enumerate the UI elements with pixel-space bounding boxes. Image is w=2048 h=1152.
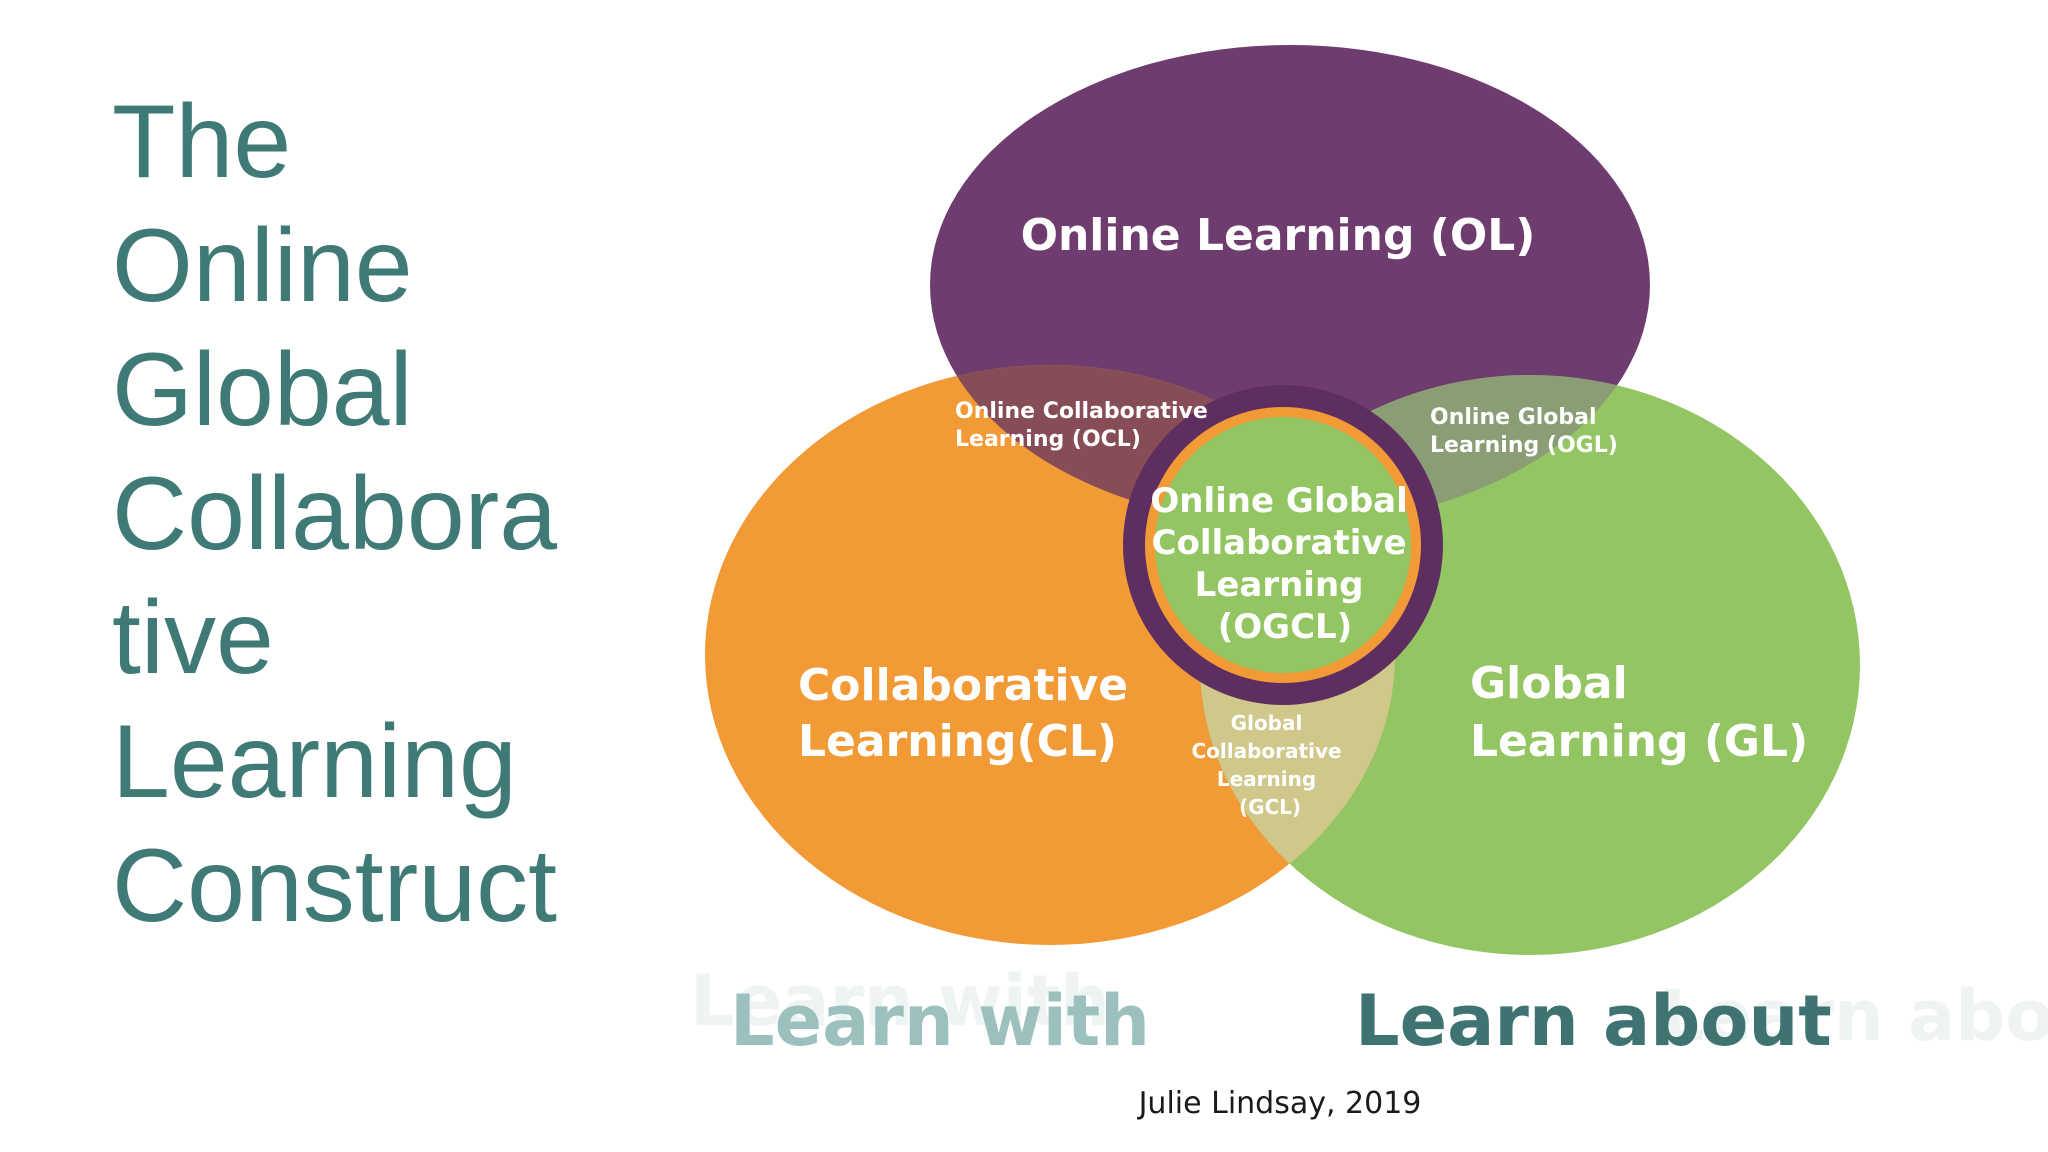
gcl-label-line: (GCL) bbox=[1239, 795, 1301, 819]
ogcl-label-line: (OGCL) bbox=[1218, 607, 1353, 647]
gl-label-line: Global bbox=[1470, 658, 1628, 709]
title-line: Construct bbox=[112, 828, 558, 944]
gl-label-line: Learning (GL) bbox=[1470, 716, 1808, 767]
title-line: Global bbox=[112, 332, 413, 448]
ghost-caption-left: Learn with bbox=[690, 960, 1110, 1042]
slide-title: The Online Global Collabora tive Learnin… bbox=[112, 80, 632, 948]
title-line: tive bbox=[112, 580, 274, 696]
title-line: Online bbox=[112, 208, 413, 324]
ogl-label: Online Global Learning (OGL) bbox=[1430, 405, 1618, 458]
ogcl-label-line: Online Global bbox=[1150, 481, 1407, 521]
ogcl-label: Online Global Collaborative Learning (OG… bbox=[1150, 481, 1419, 647]
cl-label-line: Collaborative bbox=[798, 660, 1128, 711]
learn-with-caption: Learn with bbox=[730, 980, 1150, 1062]
ghost-caption-right: Learn about bbox=[1660, 975, 2048, 1057]
title-line: Learning bbox=[112, 704, 517, 820]
cl-label-line: Learning(CL) bbox=[798, 716, 1117, 767]
gcl-label-line: Learning bbox=[1217, 767, 1316, 791]
ocl-label: Online Collaborative Learning (OCL) bbox=[955, 399, 1215, 452]
gl-label: Global Learning (GL) bbox=[1470, 658, 1808, 767]
title-line: The bbox=[112, 84, 292, 200]
ogcl-label-line: Learning bbox=[1195, 565, 1364, 605]
ocl-label-line: Learning (OCL) bbox=[955, 427, 1141, 452]
gcl-label-line: Global bbox=[1231, 711, 1303, 735]
learn-about-caption: Learn about bbox=[1355, 980, 1832, 1062]
ol-label: Online Learning (OL) bbox=[1021, 210, 1536, 261]
ogl-label-line: Online Global bbox=[1430, 405, 1597, 430]
ogcl-label-line: Collaborative bbox=[1152, 523, 1407, 563]
gcl-label-line: Collaborative bbox=[1191, 739, 1341, 763]
ocl-label-line: Online Collaborative bbox=[955, 399, 1208, 424]
ogcl-center-circle bbox=[1155, 417, 1411, 673]
ogl-label-line: Learning (OGL) bbox=[1430, 433, 1618, 458]
gcl-label: Global Collaborative Learning (GCL) bbox=[1191, 711, 1348, 819]
title-line: Collabora bbox=[112, 456, 558, 572]
credit-text: Julie Lindsay, 2019 bbox=[1138, 1086, 1422, 1121]
cl-label: Collaborative Learning(CL) bbox=[798, 660, 1143, 767]
